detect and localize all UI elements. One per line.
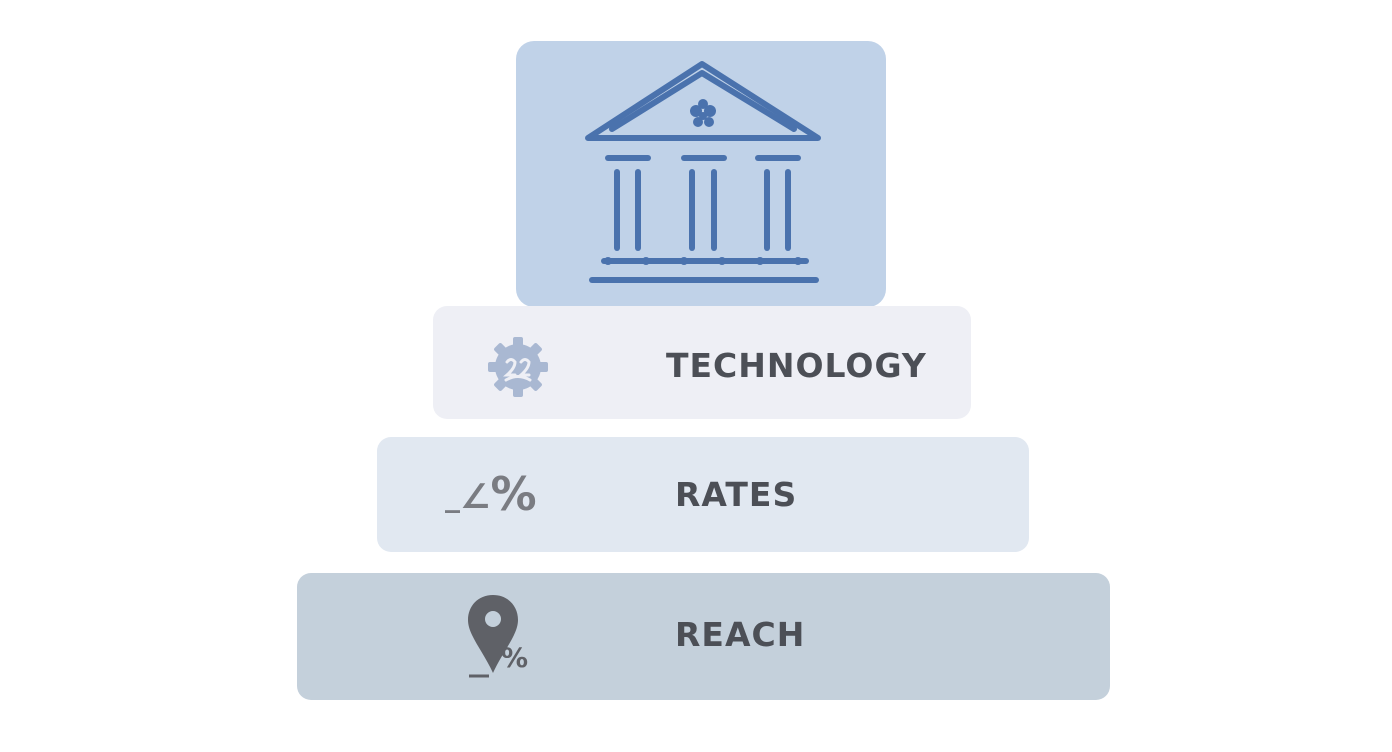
tier-label-technology: TECHNOLOGY	[666, 346, 927, 385]
gear-icon	[484, 333, 552, 405]
rate-angle-glyph: ∠	[460, 477, 491, 517]
rate-dash-glyph: _	[445, 479, 460, 514]
top-tier-bank-block	[516, 41, 886, 307]
location-pin-percent-icon: %	[467, 593, 537, 687]
tier-label-reach: REACH	[675, 615, 806, 654]
tier-rates: _∠% RATES	[377, 437, 1029, 552]
bank-building-icon	[585, 61, 821, 283]
reach-percent-glyph: %	[501, 643, 529, 674]
tier-reach: % REACH	[297, 573, 1110, 700]
rate-percent-glyph: %	[490, 467, 537, 521]
tier-label-rates: RATES	[675, 475, 798, 514]
tier-technology: TECHNOLOGY	[433, 306, 971, 419]
rate-percent-icon: _∠%	[445, 471, 537, 517]
